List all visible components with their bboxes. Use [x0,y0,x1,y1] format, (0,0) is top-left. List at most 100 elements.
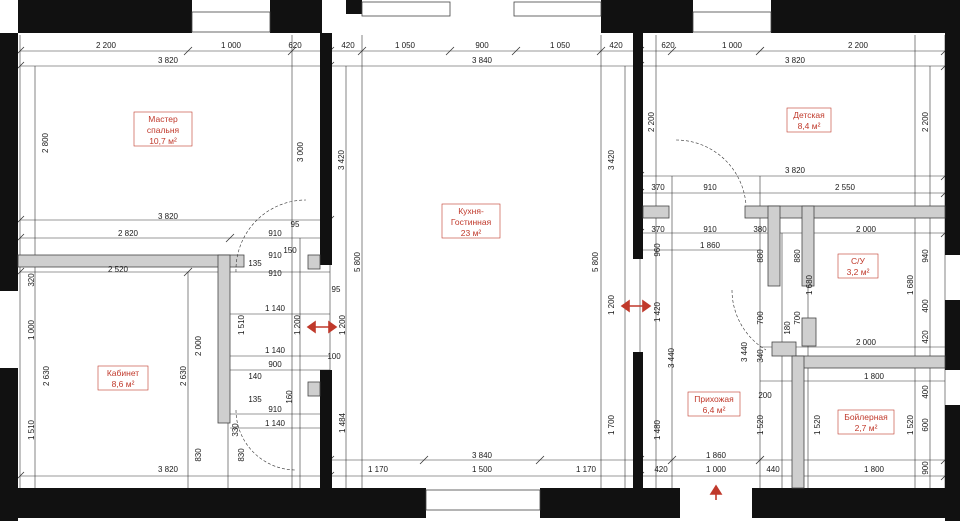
dim-v-5800-r: 5 800 [591,251,600,272]
dim-v-5800-l: 5 800 [353,251,362,272]
passage-arrows [306,299,723,500]
dim-bot-1500: 1 500 [472,465,493,474]
dim-l-1140-c: 1 140 [265,419,286,428]
dim-v-2630-b: 2 630 [179,365,188,386]
dim-r-910-b: 910 [703,225,717,234]
dim-top-1000-l: 1 000 [221,41,242,50]
vertical-dimensions: 2 800 3 000 3 420 5 800 5 800 3 420 2 20… [27,111,930,474]
dim-v-340: 340 [756,349,765,363]
dim-v-2200-r: 2 200 [921,111,930,132]
dim-v-1200-m: 1 200 [338,314,347,335]
room-label-kids: Детская 8,4 м² [786,107,832,133]
dim-l-2820: 2 820 [118,229,139,238]
dim-v-600: 600 [921,418,930,432]
dim-r-2550: 2 550 [835,183,856,192]
dim-v-1000: 1 000 [27,319,36,340]
dim-bot-3840: 3 840 [472,451,493,460]
dim-v-880-a: 880 [756,249,765,263]
room-label-master: Мастер спальня 10,7 м² [133,111,193,147]
dim-v-400-b: 400 [921,385,930,399]
office-area: 8,6 м² [112,379,135,389]
dim-v-1200-l: 1 200 [293,314,302,335]
door-swings [235,139,767,471]
hall-area: 6,4 м² [703,405,726,415]
dim-bot-1170-r: 1 170 [576,465,597,474]
dim-v-830-b: 830 [237,448,246,462]
dim-v-1680-b: 1 680 [906,274,915,295]
bath-name: С/У [851,256,866,266]
dim-top-620-l: 620 [288,41,302,50]
dim-bot-440: 440 [766,465,780,474]
dim-l-1140-a: 1 140 [265,304,286,313]
dim-v-880-b: 880 [793,249,802,263]
dim-v-1480: 1 480 [653,419,662,440]
room-label-boiler: Бойлерная 2,7 м² [837,409,895,435]
boiler-name: Бойлерная [844,412,888,422]
dim-top-420-l: 420 [341,41,355,50]
dim-v-700-b: 700 [793,311,802,325]
dim-l-135-a: 135 [248,259,262,268]
dim-v-700-a: 700 [756,311,765,325]
dim-v-3420-r: 3 420 [607,149,616,170]
dim-bot-1000: 1 000 [706,465,727,474]
dim-l-150: 150 [283,246,297,255]
dim-l-140: 140 [248,372,262,381]
master-name-2: спальня [147,125,180,135]
kitchen-area: 23 м² [461,228,482,238]
dim-r-2000-b: 2 000 [856,338,877,347]
dim-v-1520-c: 1 520 [906,414,915,435]
windows [191,1,772,511]
dim-v-940: 940 [921,249,930,263]
kids-area: 8,4 м² [798,121,821,131]
boiler-area: 2,7 м² [855,423,878,433]
dim-top-1050-r: 1 050 [550,41,571,50]
dim-v-3000: 3 000 [296,141,305,162]
master-name-1: Мастер [148,114,178,124]
dim-row2-3820-l: 3 820 [158,56,179,65]
dim-v-2000: 2 000 [194,335,203,356]
dim-kids-3820: 3 820 [785,166,806,175]
dim-v-1520-a: 1 520 [756,414,765,435]
dim-r-1800: 1 800 [864,372,885,381]
dim-v-320: 320 [27,273,36,287]
dim-l-3820-bot: 3 820 [158,465,179,474]
dim-l-910-d: 910 [268,405,282,414]
dim-top-420-r: 420 [609,41,623,50]
dim-bot-1800: 1 800 [864,465,885,474]
room-label-hall: Прихожая 6,4 м² [687,391,741,417]
dim-v-2800: 2 800 [41,132,50,153]
dim-l-2520: 2 520 [108,265,129,274]
dim-r-370-b: 370 [651,225,665,234]
dim-top-900: 900 [475,41,489,50]
dim-r-370-a: 370 [651,183,665,192]
kitchen-name-1: Кухня- [458,206,484,216]
dim-v-3440-b: 3 440 [740,341,749,362]
bath-area: 3,2 м² [847,267,870,277]
dim-v-420: 420 [921,330,930,344]
dim-l-135-b: 135 [248,395,262,404]
dim-v-3440-a: 3 440 [667,347,676,368]
dim-v-2200-l: 2 200 [647,111,656,132]
room-label-office: Кабинет 8,6 м² [97,365,149,391]
dim-l-900: 900 [268,360,282,369]
dim-top-1050-l: 1 050 [395,41,416,50]
dim-bot-1860: 1 860 [706,451,727,460]
dim-v-330: 330 [231,423,240,437]
dim-v-900: 900 [921,461,930,475]
dim-v-960: 960 [653,243,662,257]
dim-l-100: 100 [327,352,341,361]
dim-row2-3840: 3 840 [472,56,493,65]
dim-l-3820-mid: 3 820 [158,212,179,221]
dim-r-200: 200 [758,391,772,400]
room-label-kitchen: Кухня- Гостинная 23 м² [441,203,501,239]
dim-v-1700: 1 700 [607,414,616,435]
dim-top-620-r: 620 [661,41,675,50]
dim-v-1520-b: 1 520 [813,414,822,435]
dim-bot-420: 420 [654,465,668,474]
dim-l-95-b: 95 [332,285,341,294]
dim-r-910-a: 910 [703,183,717,192]
dim-bot-1170-l: 1 170 [368,465,389,474]
